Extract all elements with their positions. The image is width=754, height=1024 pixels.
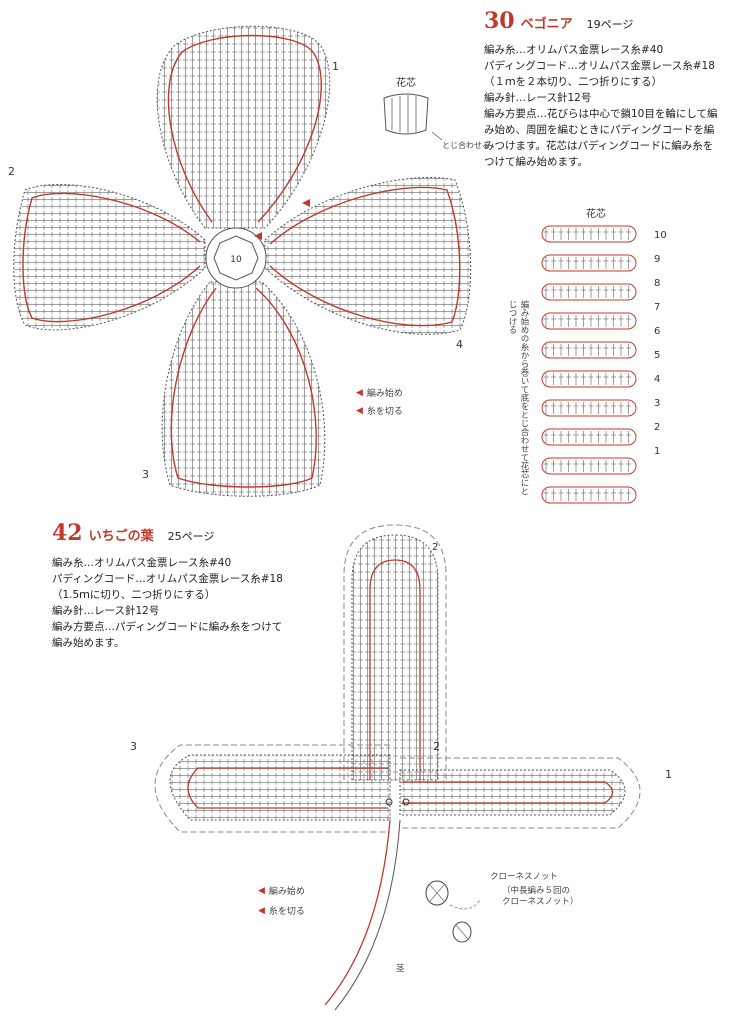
knot-note-line: クローネスノット） [502, 897, 579, 907]
flower-core-drawing [383, 93, 443, 141]
legend-start-42: ◀ 編み始め [258, 884, 305, 898]
pattern42-page-ref: 25ページ [167, 530, 215, 543]
legend-start-label: 編み始め [366, 389, 403, 399]
leaf-number: 3 [130, 740, 137, 753]
legend-cut: ◀ 糸を切る [356, 404, 403, 418]
petal-number: 3 [142, 468, 149, 481]
pattern30-line: （１ｍを２本切り、二つ折りにする） [484, 76, 663, 88]
stem-label: 茎 [396, 964, 405, 974]
cut-arrow-icon: ◀ [258, 905, 265, 916]
pattern30-number: 30 [484, 8, 515, 34]
petal-right [264, 177, 472, 335]
pattern42-line: （1.5ｍに切り、二つ折りにする） [52, 589, 216, 601]
core-row [541, 254, 637, 272]
row-number: 2 [654, 422, 661, 433]
leaf-number-label: 2 [432, 542, 439, 553]
pattern42-name: いちごの葉 [88, 529, 154, 544]
leaf-upper [343, 524, 447, 781]
row-number: 10 [654, 230, 667, 241]
pattern42-line: 編み始めます。 [52, 637, 125, 649]
petal-number: 1 [332, 60, 339, 73]
leaf-number: 2 [433, 740, 440, 753]
core-row [541, 283, 637, 301]
core-row [541, 457, 637, 475]
row-number: 8 [654, 278, 661, 289]
pattern30-line: 編み方要点…花びらは中心で鎖10目を輪にして編 [484, 108, 718, 120]
row-number-list: 10 9 8 7 6 5 4 3 2 1 [654, 230, 667, 457]
legend-start-label: 編み始め [268, 887, 305, 897]
row-number: 6 [654, 326, 661, 337]
pattern42-line: パディングコード…オリムパス金票レース糸#18 [52, 573, 283, 585]
pattern30-instructions: 編み糸…オリムパス金票レース糸#40 パディングコード…オリムパス金票レース糸#… [484, 42, 718, 170]
pattern30-name: ベゴニア [520, 17, 573, 32]
center-stitch-icon [385, 798, 393, 806]
center-chart-vertical-note: 編み始めの糸から巻いて底をとじ合わせて花芯にとじつける [507, 300, 529, 496]
pattern30-line: 編み糸…オリムパス金票レース糸#40 [484, 44, 664, 56]
knot-label: クローネスノット [490, 872, 558, 882]
strawberry-leaf-chart: 2 1 3 [130, 524, 672, 1011]
legend-cut-label: 糸を切る [366, 407, 403, 417]
petal-bottom [161, 281, 326, 497]
start-arrow-icon: ◀ [356, 387, 363, 398]
row-number: 9 [654, 254, 661, 265]
row-number: 1 [654, 446, 661, 457]
pattern30-title: 30 ベゴニア 19ページ [484, 8, 633, 34]
core-row [541, 370, 637, 388]
core-row [541, 428, 637, 446]
center-label: 花芯 [396, 78, 416, 89]
cut-arrow-icon: ◀ [356, 405, 363, 416]
stem [324, 819, 401, 1011]
pattern42-number: 42 [52, 520, 83, 546]
crown-knot-drawing [425, 880, 481, 943]
pattern42-title: 42 いちごの葉 25ページ [52, 520, 214, 546]
pattern42-line: 編み方要点…パディングコードに編み糸をつけて [52, 621, 283, 633]
center-note: とじ合わせる [442, 141, 490, 150]
start-marker-icon [254, 232, 262, 240]
center-chart-label: 花芯 [586, 209, 606, 220]
leaf-right [399, 757, 641, 829]
center-stitch-icon [402, 798, 410, 806]
pattern30-line: みつけます。花芯はパディングコードに編み糸を [484, 140, 714, 152]
center-ring [205, 227, 267, 289]
pattern30-line: パディングコード…オリムパス金票レース糸#18 [484, 60, 715, 72]
row-number: 3 [654, 398, 661, 409]
core-row [541, 399, 637, 417]
row-number: 5 [654, 350, 661, 361]
core-row [541, 486, 637, 504]
pattern30-line: み始め、周囲を編むときにパディングコードを編 [484, 124, 715, 136]
row-number: 4 [654, 374, 661, 385]
start-arrow-icon: ◀ [258, 885, 265, 896]
pattern42-line: 編み糸…オリムパス金票レース糸#40 [52, 557, 232, 569]
core-row [541, 312, 637, 330]
center-ring-count: 10 [230, 255, 242, 265]
start-marker-icon [302, 199, 310, 207]
leaf-number: 1 [665, 768, 672, 781]
core-row [541, 341, 637, 359]
legend-start: ◀ 編み始め [356, 386, 403, 400]
legend-cut-label: 糸を切る [268, 907, 305, 917]
petal-left [13, 183, 206, 331]
leaf-left [154, 744, 391, 833]
core-row [541, 225, 637, 243]
knot-note-line: （中長編み５回の [502, 886, 571, 896]
petal-number: 4 [456, 338, 463, 351]
petal-number: 2 [8, 165, 15, 178]
pattern30-line: 編み針…レース針12号 [484, 92, 592, 104]
legend-cut-42: ◀ 糸を切る [258, 904, 305, 918]
pattern42-line: 編み針…レース針12号 [52, 605, 160, 617]
begonia-chart: 10 1 2 3 4 [8, 25, 472, 497]
petal-top [156, 25, 331, 229]
knot-note: （中長編み５回の クローネスノット） [502, 886, 578, 908]
flower-core-row-chart [541, 225, 637, 504]
pattern30-page-ref: 19ページ [586, 18, 634, 31]
row-number: 7 [654, 302, 661, 313]
pattern42-instructions: 編み糸…オリムパス金票レース糸#40 パディングコード…オリムパス金票レース糸#… [52, 555, 283, 651]
pattern30-line: つけて編み始めます。 [484, 156, 588, 168]
